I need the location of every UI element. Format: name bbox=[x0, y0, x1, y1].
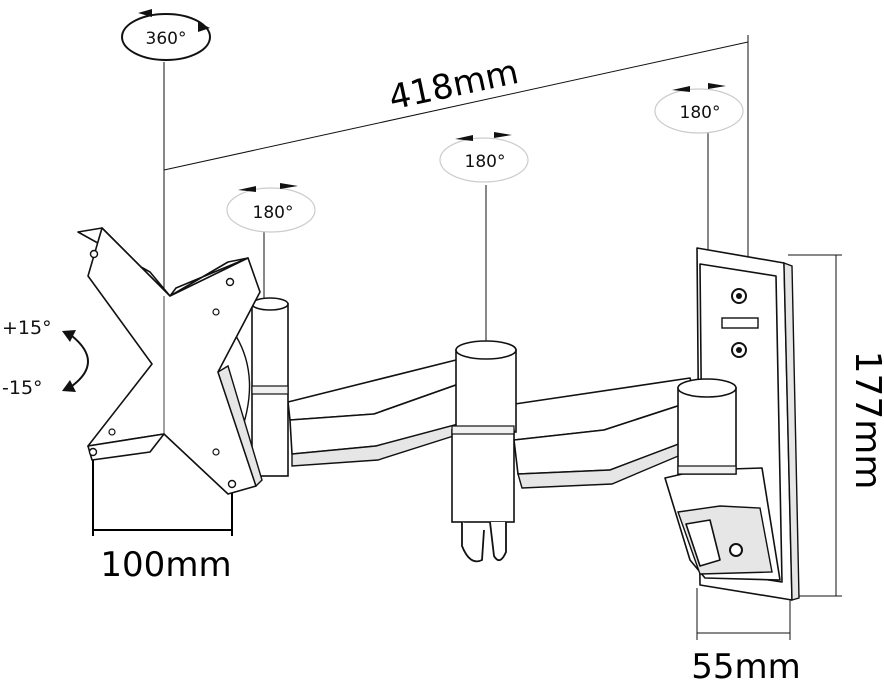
plate-pivot-top bbox=[251, 297, 289, 311]
arrow-down-icon bbox=[62, 380, 76, 392]
middle-joint bbox=[451, 340, 517, 563]
screw-icon bbox=[736, 347, 742, 353]
arm-segment-rear bbox=[507, 377, 737, 489]
arrow-left-icon bbox=[672, 86, 690, 92]
bracket-locking-lever bbox=[685, 519, 721, 567]
tilt-arc bbox=[71, 335, 89, 387]
rotation-callout-joint-1: 180° bbox=[226, 183, 316, 233]
arm-segment-front bbox=[287, 359, 471, 467]
reach-dimension-label: 418mm bbox=[385, 52, 522, 118]
arrow-up-icon bbox=[62, 330, 76, 342]
joint-2-rotation-label: 180° bbox=[465, 152, 506, 172]
arrow-right-icon bbox=[708, 83, 726, 89]
vesa-hole-top-left bbox=[89, 249, 99, 259]
vesa-dimension-label: 100mm bbox=[100, 545, 231, 585]
rotation-ellipse bbox=[439, 137, 529, 183]
plate-rivet bbox=[212, 448, 220, 456]
joint-1-rotation-label: 180° bbox=[253, 203, 294, 223]
rotation-ellipse bbox=[654, 88, 744, 134]
tilt-indicator: +15° -15° bbox=[2, 317, 89, 399]
plate-rotation-label: 360° bbox=[146, 29, 187, 49]
plate-side-edge bbox=[217, 364, 263, 488]
reach-dimension-line bbox=[163, 41, 749, 171]
arrow-left-icon bbox=[455, 135, 473, 141]
cable-clip bbox=[461, 522, 485, 563]
rotation-callout-joint-3: 180° bbox=[654, 83, 744, 134]
middle-joint-collar bbox=[451, 425, 515, 435]
screw-icon bbox=[736, 293, 742, 299]
height-dimension-label: 177mm bbox=[847, 351, 884, 490]
tilt-up-label: +15° bbox=[2, 317, 52, 339]
plate-pivot-collar bbox=[251, 385, 289, 395]
plate-pivot bbox=[235, 297, 289, 477]
vesa-plate bbox=[77, 227, 263, 495]
rotation-ellipse bbox=[121, 13, 211, 61]
rotation-callout-joint-2: 180° bbox=[439, 132, 529, 183]
vesa-hole-bottom-left bbox=[88, 447, 98, 457]
wall-pivot-collar bbox=[677, 465, 737, 475]
wall-pivot-cylinder bbox=[677, 387, 737, 475]
wall-slot bbox=[721, 317, 759, 329]
rotation-callout-plate: 360° bbox=[121, 9, 211, 61]
wall-pivot-top bbox=[677, 378, 737, 398]
tilt-down-label: -15° bbox=[2, 377, 43, 399]
wall-plate-edge bbox=[783, 261, 800, 601]
wall-bracket bbox=[664, 247, 800, 601]
rotation-ellipse bbox=[226, 187, 316, 233]
wall-screw-hole-bottom bbox=[729, 543, 743, 557]
vesa-hole-bottom-right bbox=[227, 479, 237, 489]
plate-rivet bbox=[108, 428, 116, 436]
depth-dimension-label: 55mm bbox=[691, 647, 801, 686]
joint-3-rotation-label: 180° bbox=[680, 103, 721, 123]
plate-rivet bbox=[212, 308, 220, 316]
middle-joint-upper-cylinder bbox=[455, 349, 517, 433]
middle-joint-lower-cylinder bbox=[451, 429, 515, 523]
plate-face bbox=[87, 227, 261, 495]
middle-joint-top bbox=[455, 340, 517, 360]
arrow-left-icon bbox=[238, 186, 256, 192]
cable-clip-rear bbox=[489, 521, 507, 562]
arrow-right-icon bbox=[494, 132, 512, 138]
arrow-left-icon bbox=[138, 9, 152, 17]
arrow-right-icon bbox=[280, 183, 298, 189]
arrow-right-icon bbox=[198, 22, 210, 32]
vesa-hole-top-right bbox=[225, 277, 235, 287]
